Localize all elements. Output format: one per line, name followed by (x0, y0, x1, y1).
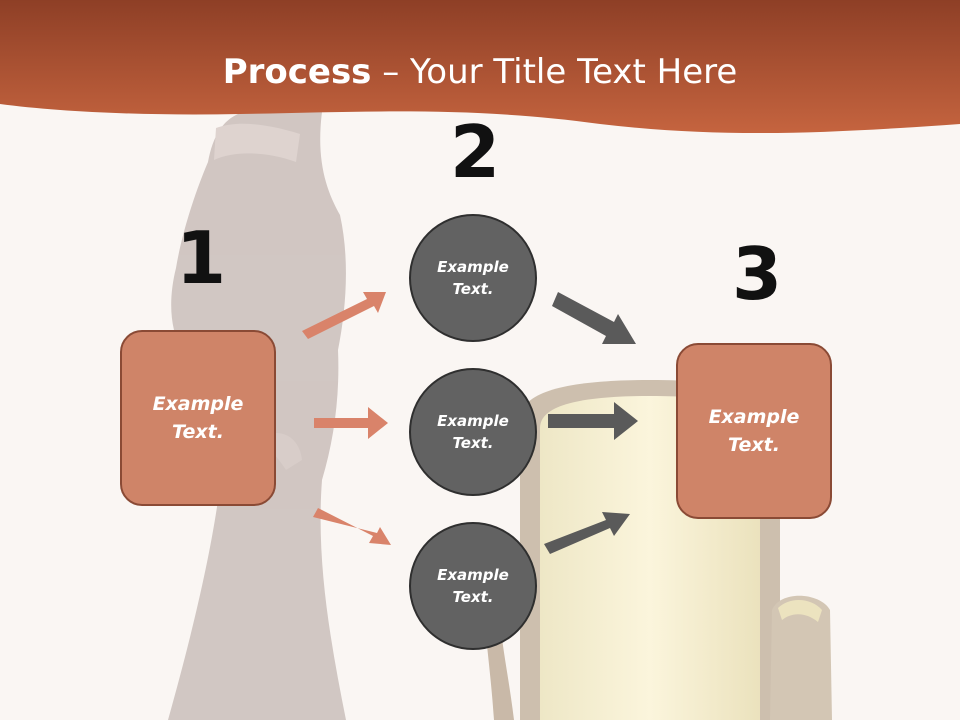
step-number-2: 2 (450, 110, 501, 194)
circle-bottom-text: Example Text. (437, 565, 509, 607)
step-1-text: Example Text. (152, 392, 244, 444)
step-2-circle-middle: Example Text. (409, 368, 537, 496)
circle-middle-text: Example Text. (437, 411, 509, 453)
step-1-box: Example Text. (120, 330, 276, 506)
step-number-3: 3 (732, 232, 783, 316)
arrow-to-circle-bottom (313, 508, 391, 545)
arrow-from-circle-bottom (544, 512, 630, 554)
slide-title: Process – Your Title Text Here (0, 52, 960, 92)
step-number-1: 1 (176, 216, 227, 300)
step-3-box: Example Text. (676, 343, 832, 519)
arrow-from-circle-middle (548, 402, 638, 440)
step-2-circle-top: Example Text. (409, 214, 537, 342)
header-band (0, 0, 960, 134)
title-bold-part: Process (222, 52, 372, 92)
step-3-text: Example Text. (708, 405, 800, 457)
arrow-to-circle-middle (314, 407, 388, 439)
arrow-to-circle-top (302, 292, 386, 339)
title-rest-part: – Your Title Text Here (371, 52, 738, 92)
step-2-circle-bottom: Example Text. (409, 522, 537, 650)
arrow-from-circle-top (552, 292, 636, 344)
circle-top-text: Example Text. (437, 257, 509, 299)
